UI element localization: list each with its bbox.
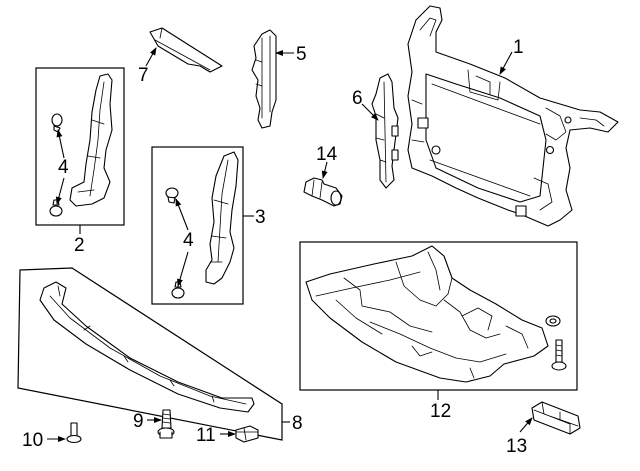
part-8-lower-deflector (39, 281, 255, 413)
callout-10: 10 (22, 430, 43, 451)
leader-7 (145, 47, 157, 67)
part-10-push-pin (66, 422, 82, 444)
callout-9: 9 (133, 411, 144, 432)
part-12-washer (545, 315, 561, 327)
clip-4-left-lower (49, 199, 63, 217)
callout-14: 14 (316, 144, 338, 165)
callout-4-left: 4 (58, 157, 69, 178)
callout-6: 6 (352, 88, 363, 109)
part-5-upper-bracket (251, 29, 277, 129)
leader-4c (175, 198, 189, 231)
callout-1: 1 (513, 37, 524, 58)
clip-4-center-upper (165, 187, 179, 204)
callout-4-center: 4 (183, 230, 194, 251)
part-7-air-deflector-strip (149, 27, 223, 73)
callout-11: 11 (196, 425, 216, 446)
part-12-bolt (551, 339, 567, 371)
callout-5: 5 (296, 44, 307, 65)
part-14-sensor (303, 177, 343, 207)
leader-6 (361, 103, 379, 121)
leader-lines (47, 47, 533, 442)
callout-2: 2 (74, 235, 85, 256)
part-11-retainer-clip (235, 425, 259, 443)
part-12-splash-shield (305, 245, 549, 383)
callout-12: 12 (430, 401, 451, 422)
callout-13: 13 (506, 436, 527, 457)
leader-1 (499, 51, 513, 75)
leader-14 (321, 161, 328, 179)
callout-8: 8 (292, 413, 303, 434)
leader-4a (56, 129, 65, 159)
part-13-module (531, 401, 581, 435)
callout-labels: 1 2 3 4 4 5 6 7 8 9 10 11 12 13 14 (22, 37, 527, 457)
part-6-side-bracket (371, 73, 399, 189)
part-1-radiator-support (407, 5, 619, 227)
callout-3: 3 (255, 207, 266, 228)
callout-7: 7 (138, 65, 149, 86)
part-9-bolt (157, 409, 175, 439)
part-3-side-shield (205, 151, 239, 285)
leader-4d (177, 251, 189, 287)
part-2-side-shield (69, 73, 113, 207)
box-group-3 (151, 146, 244, 305)
leader-13 (519, 417, 533, 433)
leader-4b (55, 177, 65, 205)
clip-4-left-upper (51, 113, 63, 133)
